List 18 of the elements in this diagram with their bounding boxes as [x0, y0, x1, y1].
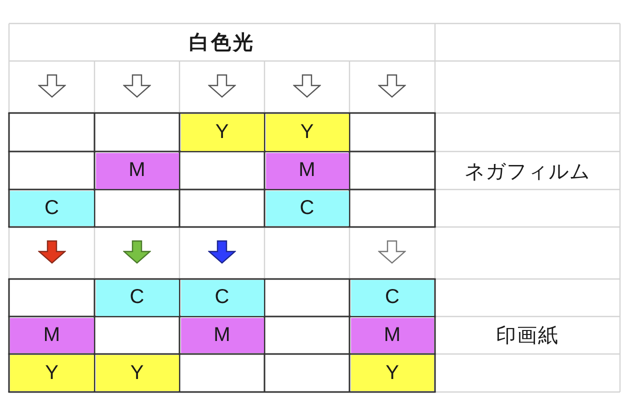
table-cell: Y: [10, 355, 94, 391]
table-cell: Y: [266, 114, 348, 150]
table-cell: C: [10, 190, 94, 226]
table-cell: M: [96, 152, 178, 188]
table-cell: C: [266, 190, 348, 226]
table-cell: Y: [350, 355, 434, 391]
row-label: ネガフィルム: [464, 160, 590, 182]
table-cell: C: [180, 280, 264, 316]
table-cell: M: [350, 318, 434, 353]
heading: 白色光: [189, 32, 255, 54]
table-cell: M: [180, 318, 264, 353]
table-cell: M: [266, 152, 348, 188]
table-cell: C: [350, 280, 434, 316]
row-label: 印画紙: [496, 325, 559, 348]
table-cell: C: [96, 280, 178, 316]
table-cell: M: [10, 318, 94, 353]
table-cell: Y: [180, 114, 264, 150]
table-cell: Y: [96, 355, 178, 391]
